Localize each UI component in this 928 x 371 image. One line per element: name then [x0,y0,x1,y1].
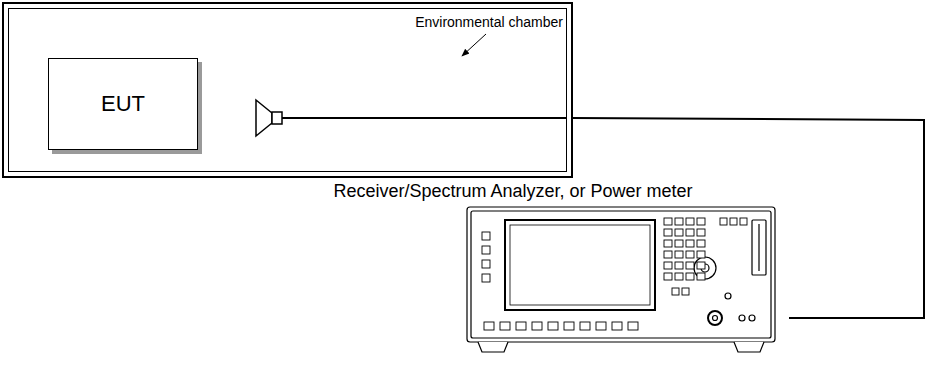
instrument-button [548,322,558,330]
instrument-button [697,240,705,247]
instrument-button [682,288,689,295]
instrument-button [686,251,694,258]
rf-cable [573,118,924,318]
instrument-button [664,273,672,280]
instrument-button [580,322,590,330]
instrument-button [484,322,494,330]
instrument-button [672,288,679,295]
instrument-button [516,322,526,330]
instrument-button [686,218,694,225]
instrument-button [664,218,672,225]
leader-line [462,34,486,56]
instrument-button [697,229,705,236]
instrument-button [564,322,574,330]
eut-label: EUT [101,91,145,117]
instrument-button [697,251,705,258]
horn-antenna [256,100,282,136]
instrument-button [675,273,683,280]
environmental-chamber: Environmental chamberEUT [2,2,573,178]
instrument-button [686,240,694,247]
instrument-button [596,322,606,330]
chamber-label: Environmental chamber [415,14,563,30]
instrument-button [675,218,683,225]
instrument-button [664,240,672,247]
instrument-button [500,322,510,330]
instrument-button [686,273,694,280]
analyzer-drawing [467,207,775,352]
instrument-button [482,260,490,268]
instrument-button [628,322,638,330]
instrument-button [675,251,683,258]
instrument-button [697,262,705,269]
instrument-button [664,229,672,236]
instrument-button [697,273,705,280]
instrument-button [664,251,672,258]
instrument-button [675,229,683,236]
instrument-button [740,218,747,225]
instrument-button [686,262,694,269]
instrument-button [720,218,727,225]
antenna-cable [282,117,572,119]
eut-box: EUT [48,58,198,150]
instrument-button [482,246,490,254]
instrument-button [482,232,490,240]
instrument-button [612,322,622,330]
instrument-button [675,240,683,247]
instrument-label: Receiver/Spectrum Analyzer, or Power met… [237,181,789,202]
instrument-button [532,322,542,330]
instrument-button [730,218,737,225]
instrument-button [697,218,705,225]
analyzer-node: Receiver/Spectrum Analyzer, or Power met… [237,181,789,345]
instrument-button [664,262,672,269]
instrument-button [675,262,683,269]
instrument-button [482,274,490,282]
instrument-button [686,229,694,236]
